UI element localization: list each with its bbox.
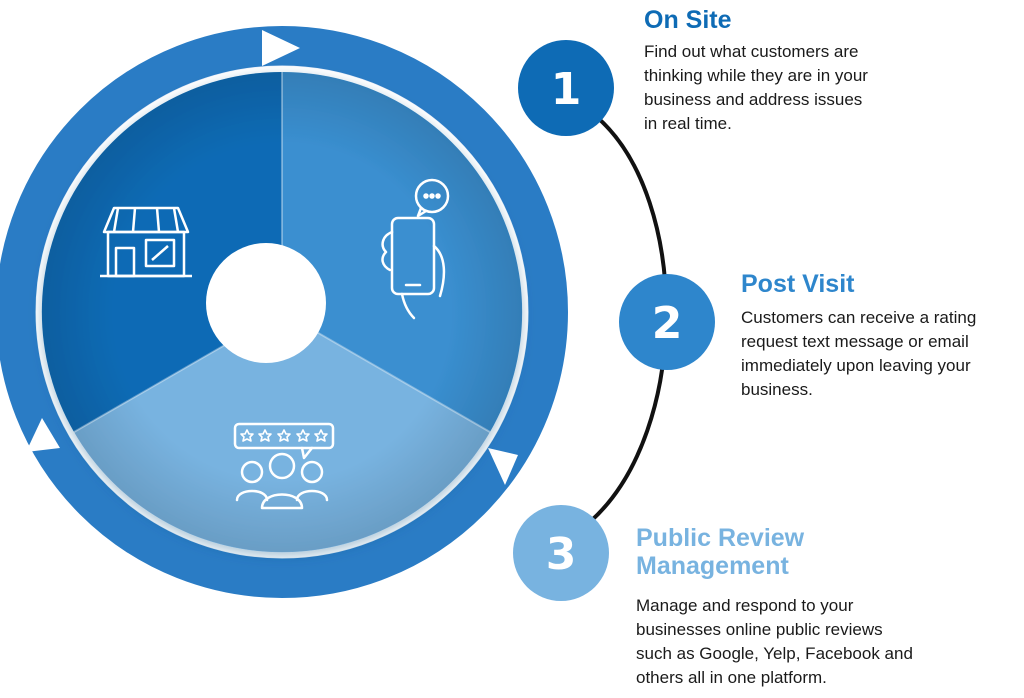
step-2-desc-line: request text message or email xyxy=(741,332,969,351)
step-2-number: 2 xyxy=(652,298,683,349)
step-2-description: Customers can receive a rating request t… xyxy=(741,306,976,402)
step-3-desc-line: Manage and respond to your xyxy=(636,596,854,615)
step-3-title-line: Public Review xyxy=(636,524,805,552)
step-2-desc-line: business. xyxy=(741,380,813,399)
step-1-badge: 1 xyxy=(518,40,614,136)
ring-arrow-right xyxy=(488,448,518,485)
ring-arrow-top xyxy=(262,30,300,66)
step-1-title: On Site xyxy=(644,6,732,34)
step-2-desc-line: Customers can receive a rating xyxy=(741,308,977,327)
step-3-number: 3 xyxy=(546,529,577,580)
step-3-description: Manage and respond to your businesses on… xyxy=(636,594,913,690)
step-2-title: Post Visit xyxy=(741,270,855,298)
step-1-desc-line: business and address issues xyxy=(644,90,863,109)
step-2-desc-line: immediately upon leaving your xyxy=(741,356,971,375)
step-1-desc-line: in real time. xyxy=(644,114,732,133)
pie-center-hole xyxy=(206,243,326,363)
step-1-description: Find out what customers are thinking whi… xyxy=(644,40,868,136)
step-3-badge: 3 xyxy=(513,505,609,601)
step-1-desc-line: thinking while they are in your xyxy=(644,66,868,85)
step-3-desc-line: others all in one platform. xyxy=(636,668,827,687)
step-3-desc-line: businesses online public reviews xyxy=(636,620,883,639)
phone-chat-icon xyxy=(381,178,450,320)
step-1-number: 1 xyxy=(551,64,582,115)
cycle-ring xyxy=(0,26,568,598)
step-3-title-line: Management xyxy=(636,552,789,580)
storefront-icon xyxy=(100,206,192,278)
step-3-title: Public Review Management xyxy=(636,524,804,580)
ring-arrow-left xyxy=(26,418,60,452)
step-2-badge: 2 xyxy=(619,274,715,370)
step-1-desc-line: Find out what customers are xyxy=(644,42,859,61)
step-3-desc-line: such as Google, Yelp, Facebook and xyxy=(636,644,913,663)
group-review-stars-icon xyxy=(233,422,335,510)
